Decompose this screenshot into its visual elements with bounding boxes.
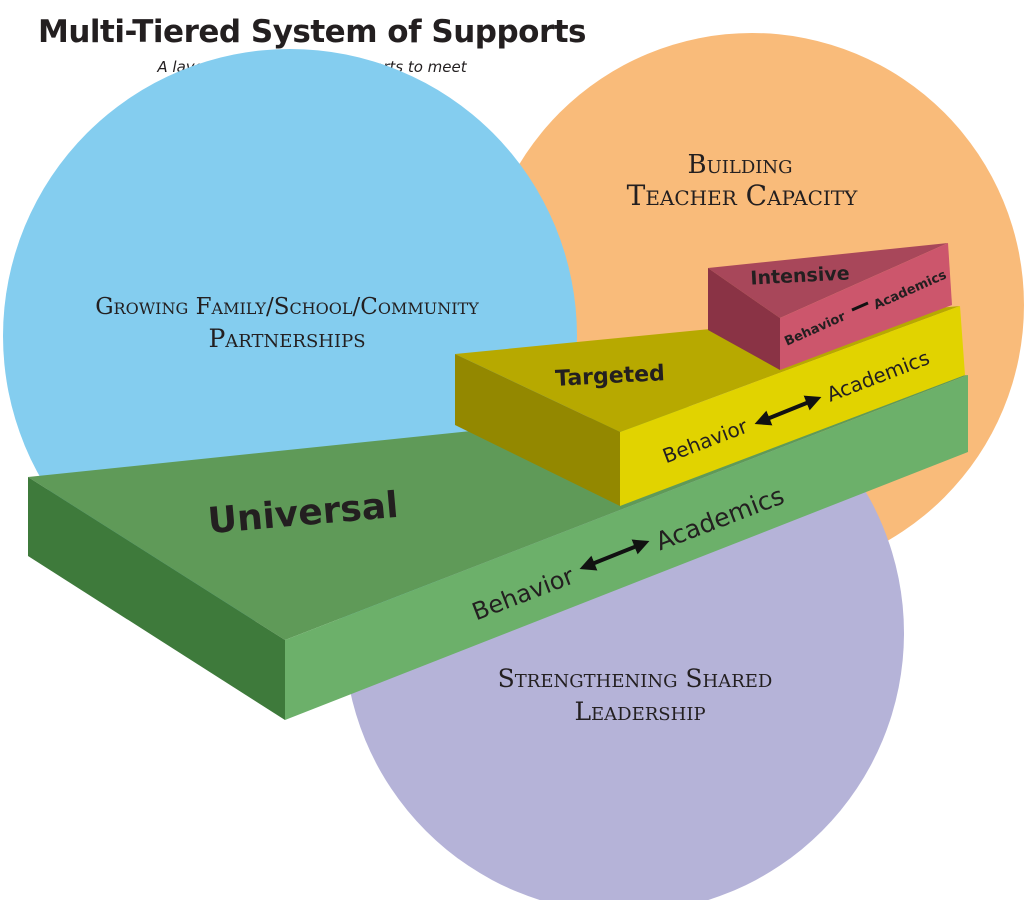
- leadership-label-line-1: Strengthening Shared: [498, 664, 773, 693]
- leadership-label-line-2: Leadership: [574, 697, 705, 726]
- intensive-label: Intensive: [750, 262, 850, 289]
- intensive-dash: [851, 301, 869, 312]
- intensive-front-face: [780, 243, 952, 370]
- targeted-left-face: [455, 354, 620, 506]
- diagram-title: Multi-Tiered System of Supports: [37, 14, 587, 50]
- capacity-label-line-2: Teacher Capacity: [627, 179, 858, 212]
- partnerships-label-line-2: Partnerships: [208, 324, 365, 353]
- universal-left-face: [28, 477, 285, 720]
- targeted-double-arrow: [754, 395, 822, 426]
- universal-double-arrow: [579, 539, 650, 571]
- partnerships-label-line-1: Growing Family/School/Community: [95, 294, 479, 320]
- capacity-label-line-1: Building: [687, 150, 792, 180]
- intensive-tier: [708, 243, 952, 370]
- targeted-label: Targeted: [555, 361, 666, 392]
- intensive-top-face: [708, 243, 948, 318]
- intensive-left-face: [708, 268, 780, 370]
